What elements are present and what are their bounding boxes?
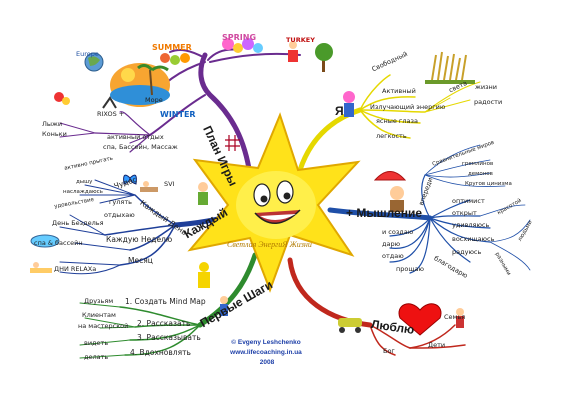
plan-item-europe: Europe: [76, 50, 99, 58]
thinking-item-rejoice: радуюсь: [452, 248, 482, 256]
thinking-item-admire: восхищаюсь: [452, 235, 495, 243]
thinking-item-open: открыт: [452, 209, 477, 217]
plan-item-sea: Море: [145, 96, 163, 104]
steps-branch-lines: [79, 252, 258, 359]
every-item-month: Месяц: [128, 256, 153, 265]
thinking-item-wonder: удивляюсь: [452, 221, 490, 229]
thinking-item-optimist: оптимист: [452, 197, 485, 205]
every-item-relax-days: ДНИ RELAXа: [54, 265, 97, 273]
steps-item-clients: Клиентам: [82, 311, 116, 319]
plan-branch-lines: [59, 48, 301, 178]
credit-year: 2008: [259, 359, 275, 366]
ya-item-life: жизни: [475, 83, 498, 91]
love-item-god: Бог: [383, 347, 395, 355]
branch-label-ya: Я: [335, 104, 344, 118]
plan-item-turkey: TURKEY: [286, 36, 315, 44]
plan-item-summer: SUMMER: [152, 43, 192, 52]
steps-item-4: 4. Вдохновлять: [130, 348, 191, 357]
steps-item-do: делать: [84, 353, 109, 361]
thinking-item-forgive: прощаю: [396, 265, 424, 273]
plan-item-ski: Лыжи: [42, 120, 63, 128]
plan-item-spa: спа, Бассейн, Массаж: [103, 143, 178, 151]
thinking-item-create: и создаю: [382, 228, 414, 236]
every-item-rest: отдыхаю: [104, 211, 135, 219]
steps-item-workshop: на мастерской: [78, 322, 129, 330]
credit-name: © Evgeny Leshchenko: [231, 339, 301, 346]
ya-item-lightness: легкость: [376, 132, 407, 140]
thinking-item-demons: демонов: [468, 171, 493, 177]
every-item-walk: гулять: [109, 198, 132, 206]
thinking-branch-lines: [327, 144, 531, 274]
steps-item-2: 2. Рассказать: [137, 319, 191, 328]
ya-item-joy: радости: [474, 98, 503, 106]
every-item-breathe: дышу: [76, 179, 93, 185]
every-item-svi: SVI: [164, 180, 175, 188]
plan-item-spring: SPRING: [222, 33, 257, 42]
credit-site: www.lifecoaching.in.ua: [230, 349, 302, 356]
thinking-item-cynicism: Кругов цинизма: [465, 181, 512, 187]
center-label: Светлая ЭнергиЯ Жизни: [227, 240, 312, 249]
love-item-children: Дети: [428, 341, 446, 349]
every-item-idle-day: День Безделья: [52, 219, 104, 227]
plan-item-rixos: RIXOS +: [97, 110, 125, 118]
decor-images: [30, 38, 475, 336]
plan-item-skates: Коньки: [42, 130, 67, 138]
plan-item-winter: WINTER: [160, 110, 196, 119]
central-sun: [187, 112, 361, 293]
every-item-enjoy: наслаждаюсь: [63, 189, 103, 195]
love-item-family: Семья: [444, 313, 466, 321]
plan-item-active-rest: активный отдых: [107, 133, 164, 141]
steps-item-3: 3. Рассказывать: [137, 333, 201, 342]
every-item-spa-pool: спа & бассейн: [34, 239, 83, 247]
steps-item-1: 1. Создать Mind Map: [125, 297, 206, 306]
ya-item-clear-eyes: ясные глаза: [376, 117, 418, 125]
thinking-item-give-away: отдаю: [382, 252, 404, 260]
steps-item-see: видеть: [84, 339, 109, 347]
ya-item-radiating: Излучающий энергию: [370, 103, 446, 111]
thinking-item-gremlins: гремлинов: [462, 161, 494, 167]
thinking-item-give: дарю: [382, 240, 401, 248]
branch-label-thinking: + Мышление: [346, 206, 423, 220]
steps-item-friends: Друзьям: [84, 297, 114, 305]
every-item-every-week: Каждую Неделю: [106, 235, 173, 244]
ya-item-active: Активный: [382, 87, 416, 95]
